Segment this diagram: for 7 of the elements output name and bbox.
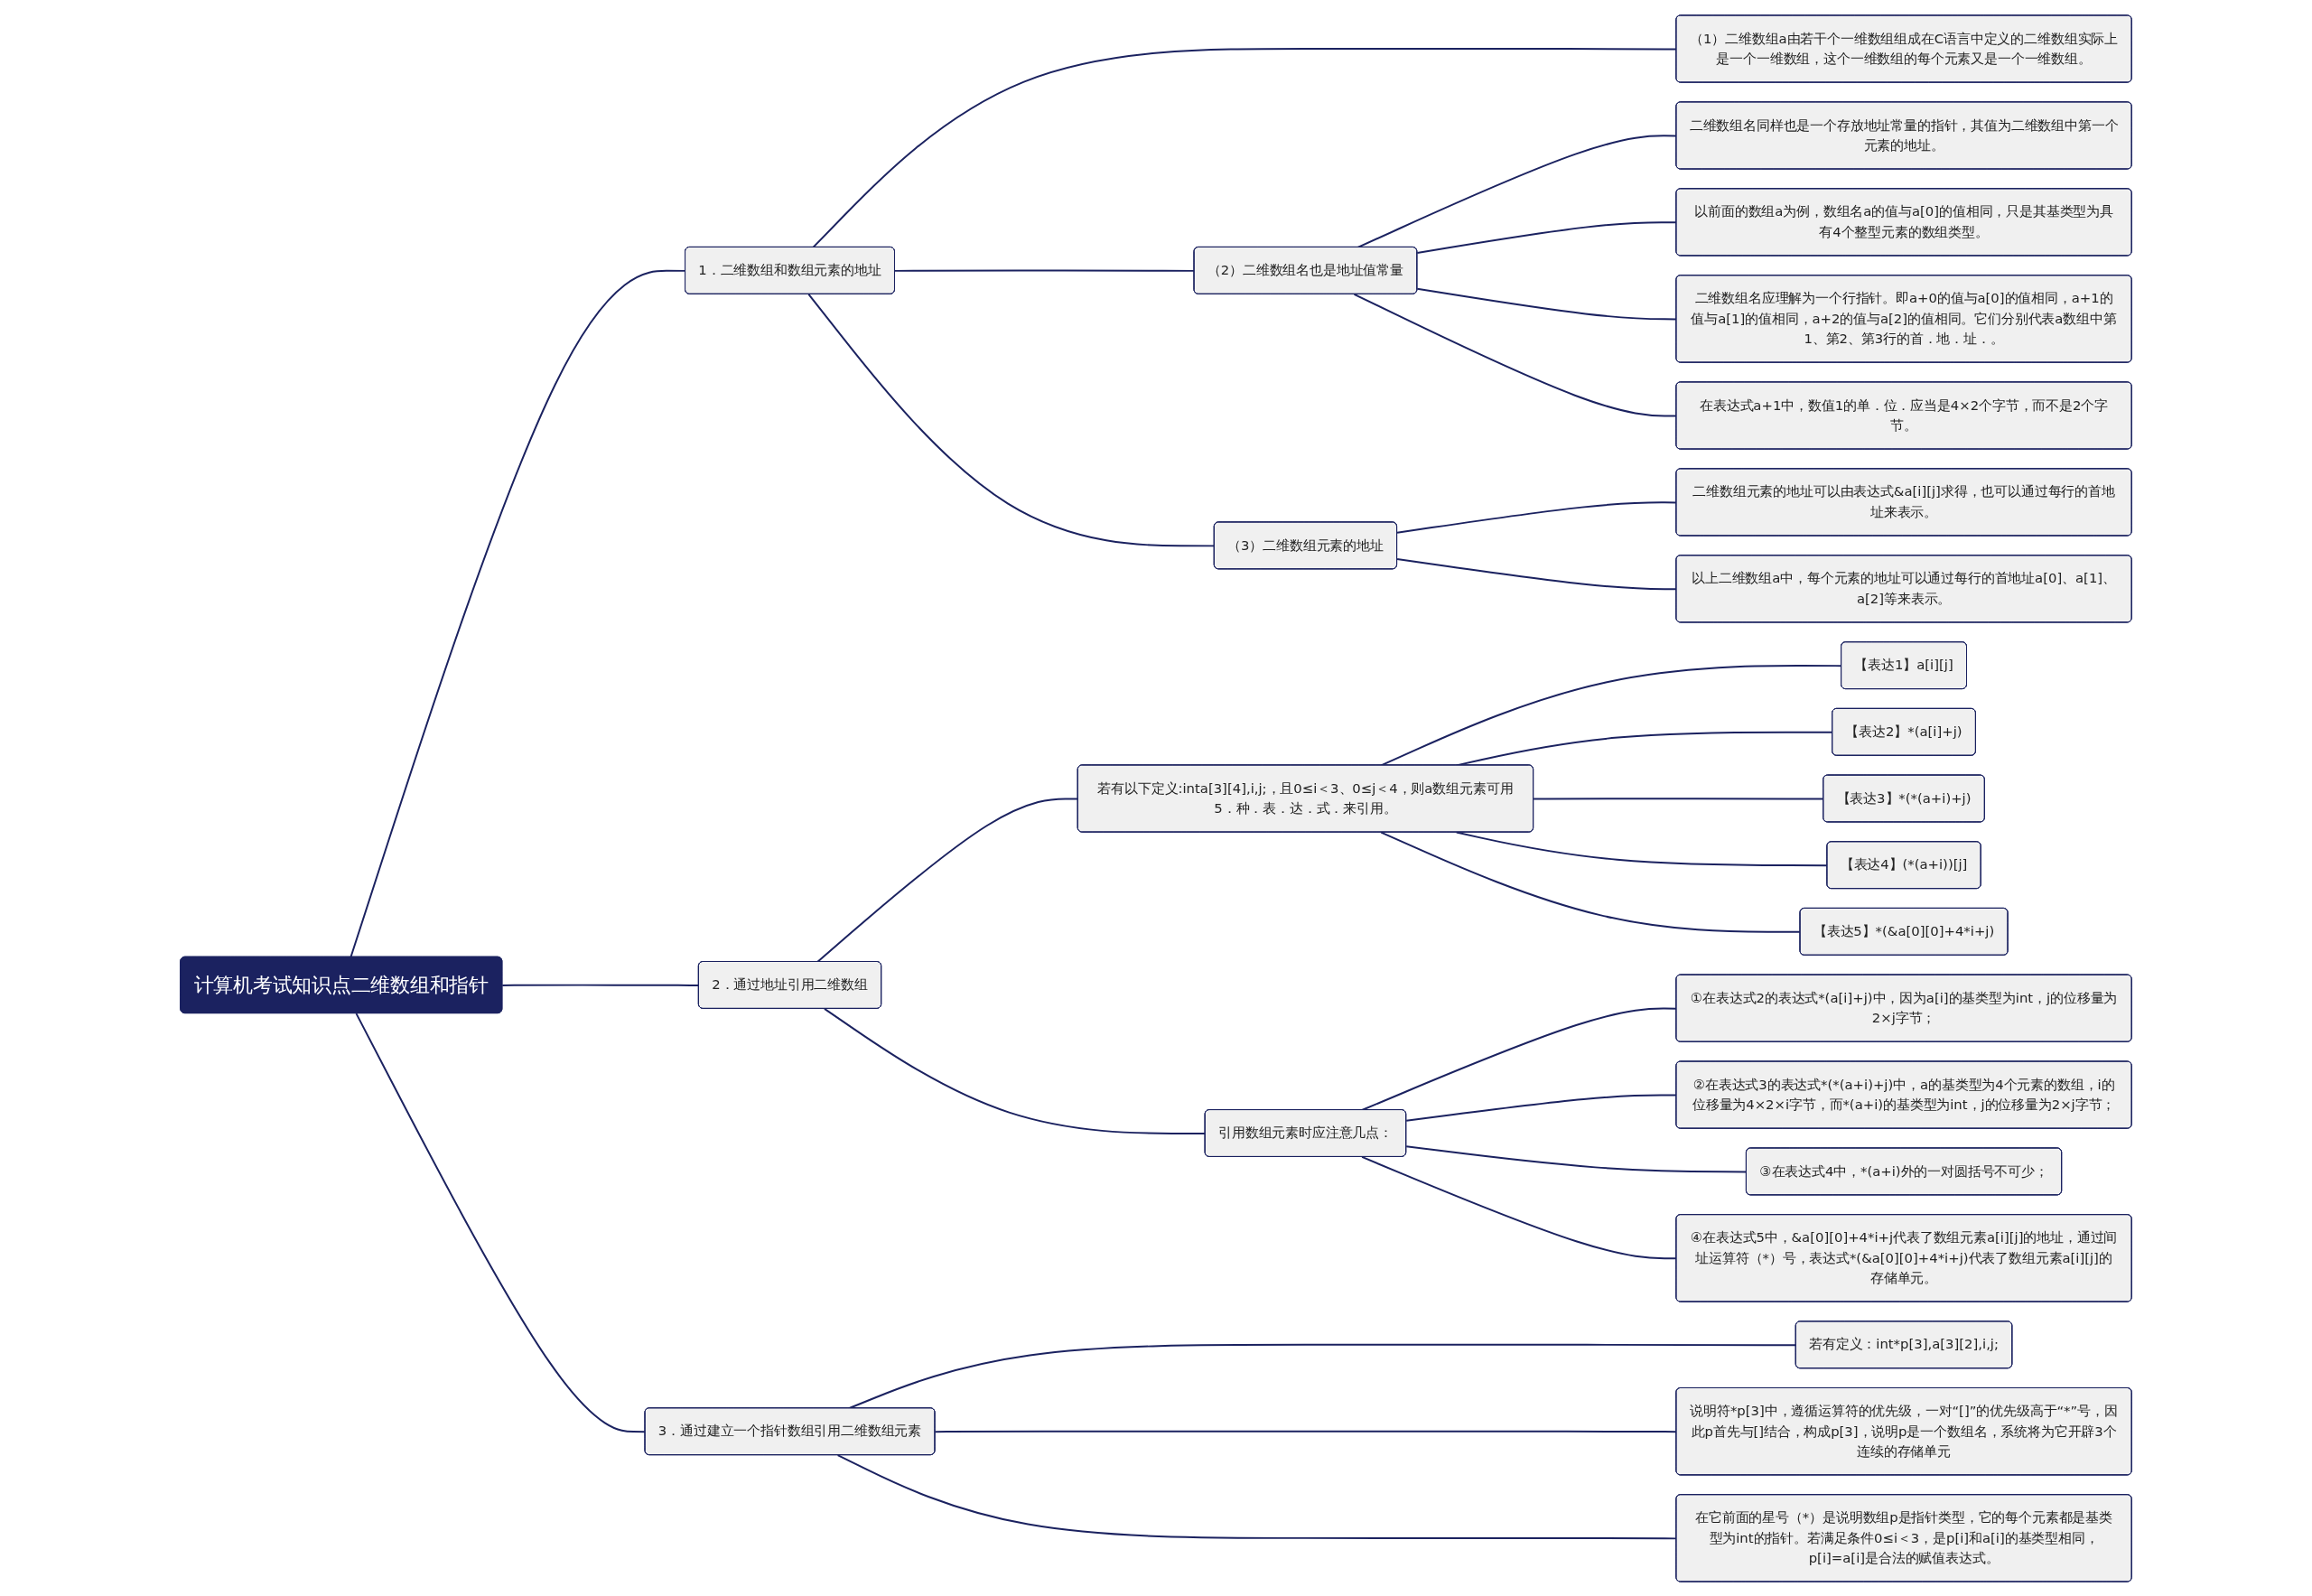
connector bbox=[807, 293, 1216, 546]
connector bbox=[1405, 1144, 1748, 1172]
connector bbox=[1380, 831, 1802, 933]
connector bbox=[894, 269, 1196, 272]
connector bbox=[355, 1012, 647, 1433]
connector bbox=[501, 984, 700, 986]
connector bbox=[823, 1007, 1207, 1134]
